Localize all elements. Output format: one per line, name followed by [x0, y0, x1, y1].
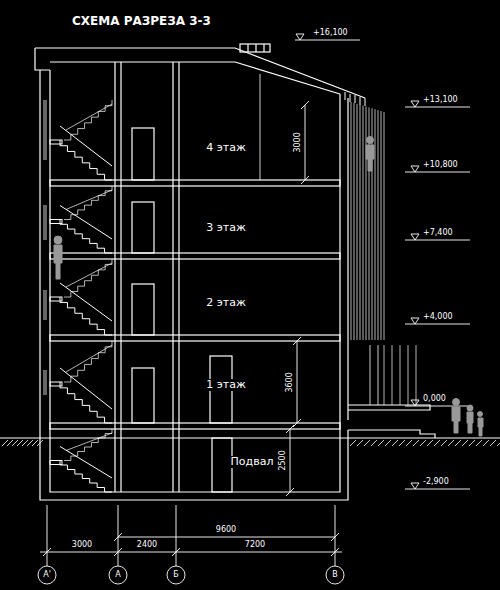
floor-label: 1 этаж — [205, 379, 247, 391]
height-dimension: 3000 — [294, 131, 303, 153]
door — [132, 368, 154, 423]
roof-inner — [50, 62, 340, 94]
door — [132, 284, 154, 335]
dimension-label: 3000 — [71, 541, 93, 550]
dimension-label: В — [331, 571, 339, 580]
axis-dimensions — [38, 505, 344, 584]
wall-windows — [44, 100, 46, 395]
ground-hatch — [2, 440, 500, 446]
dimension-label: А — [114, 571, 121, 580]
dimension-label: +16,100 — [312, 29, 349, 38]
floor-label: Подвал — [230, 456, 275, 468]
dimension-label: +7,400 — [422, 229, 454, 238]
people — [54, 137, 483, 437]
height-dimension: 3600 — [286, 371, 295, 393]
dimension-label: +13,100 — [422, 96, 459, 105]
floor-label: 3 этаж — [205, 222, 247, 234]
entrance-steps — [348, 430, 435, 438]
dimension-label: +4,000 — [422, 313, 454, 322]
inner-wall — [50, 70, 340, 492]
slab — [50, 335, 340, 341]
door — [132, 202, 154, 253]
dimension-label: Б — [172, 571, 180, 580]
outer-wall — [40, 70, 348, 500]
dimension-label: 0,000 — [422, 395, 447, 404]
dimension-label: А' — [42, 571, 52, 580]
dimension-label: 2400 — [136, 541, 158, 550]
stairs — [50, 100, 112, 492]
parapet — [35, 48, 50, 70]
dimension-label: 7200 — [244, 541, 266, 550]
dimension-label: -2,900 — [422, 478, 450, 487]
elevation-marks — [295, 34, 470, 489]
facade-screen — [351, 102, 416, 405]
slab — [50, 253, 340, 259]
dimension-label: 9600 — [215, 526, 237, 535]
height-dimension: 2500 — [279, 449, 288, 471]
dimension-label: +10,800 — [422, 161, 459, 170]
chimney — [240, 44, 270, 52]
door — [132, 128, 154, 180]
floor-label: 2 этаж — [205, 297, 247, 309]
slab — [50, 180, 340, 186]
height-dimensions — [286, 101, 309, 496]
drawing-title: СХЕМА РАЗРЕЗА 3-3 — [72, 14, 211, 28]
ground-line — [0, 437, 500, 438]
floor-label: 4 этаж — [205, 142, 247, 154]
roof-outer — [35, 48, 365, 98]
